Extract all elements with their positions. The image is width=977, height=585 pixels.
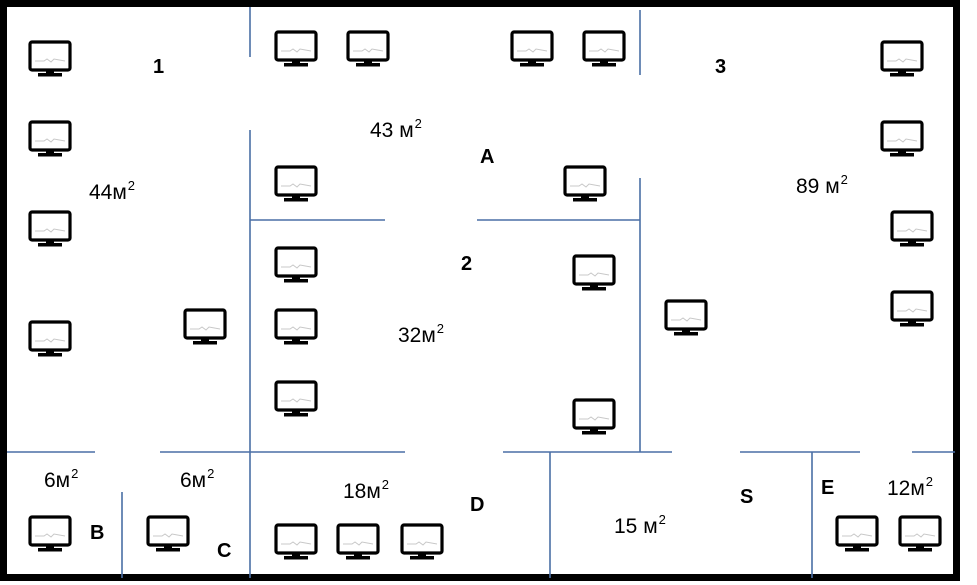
monitor-icon <box>898 515 942 552</box>
room-d-area: 18м2 <box>343 477 390 503</box>
room-2-number: 2 <box>461 253 473 275</box>
monitor-icon <box>572 254 616 291</box>
room-3-number: 3 <box>715 56 727 78</box>
monitor-icon <box>274 246 318 283</box>
room-b-letter: B <box>90 522 105 544</box>
room-d-letter: D <box>470 494 485 516</box>
monitor-icon <box>28 120 72 157</box>
monitor-icon <box>346 30 390 67</box>
monitor-icon <box>664 299 708 336</box>
room-c-area: 6м2 <box>180 466 215 492</box>
room-3-area: 89 м2 <box>796 172 848 198</box>
monitor-icon <box>28 320 72 357</box>
room-1-area: 44м2 <box>89 178 136 204</box>
monitor-icon <box>28 515 72 552</box>
room-a-area: 43 м2 <box>370 116 422 142</box>
outer-wall <box>0 0 960 581</box>
monitor-icon <box>563 165 607 202</box>
room-b-area: 6м2 <box>44 466 79 492</box>
room-s-letter: S <box>740 486 754 508</box>
room-e-area: 12м2 <box>887 474 934 500</box>
room-1-number: 1 <box>153 56 165 78</box>
inner-walls <box>7 7 955 578</box>
monitor-icon <box>890 290 934 327</box>
monitor-icon <box>28 210 72 247</box>
monitor-icon <box>274 165 318 202</box>
monitor-icon <box>146 515 190 552</box>
monitor-icon <box>183 308 227 345</box>
monitor-icon <box>835 515 879 552</box>
monitor-icon <box>28 40 72 77</box>
monitor-icon <box>880 40 924 77</box>
monitor-icon <box>274 308 318 345</box>
monitor-icon <box>880 120 924 157</box>
monitor-icon <box>274 380 318 417</box>
monitor-icon <box>572 398 616 435</box>
room-e-letter: E <box>821 477 835 499</box>
monitor-icon <box>274 30 318 67</box>
monitor-icon <box>582 30 626 67</box>
room-s-area: 15 м2 <box>614 512 666 538</box>
room-2-area: 32м2 <box>398 321 445 347</box>
monitor-icon <box>274 523 318 560</box>
room-a-letter: A <box>480 146 495 168</box>
monitor-icon <box>336 523 380 560</box>
computers <box>28 30 942 560</box>
monitor-icon <box>510 30 554 67</box>
room-c-letter: C <box>217 540 232 562</box>
monitor-icon <box>400 523 444 560</box>
monitor-icon <box>890 210 934 247</box>
